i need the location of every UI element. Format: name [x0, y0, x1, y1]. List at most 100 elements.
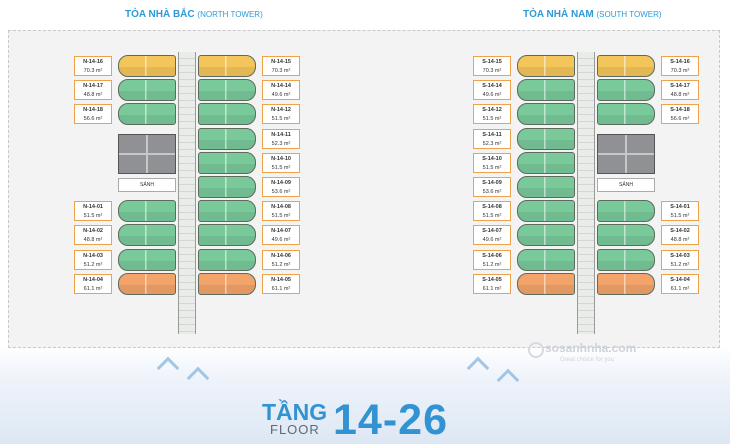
- apartment-unit-n-14-18[interactable]: [118, 103, 176, 126]
- apartment-unit-s-14-05[interactable]: [517, 272, 575, 295]
- watermark-tagline: Great choice for you: [560, 357, 615, 363]
- unit-area: 51.5 m²: [670, 213, 690, 220]
- unit-code: S-14-07: [482, 228, 502, 235]
- unit-code: S-14-09: [482, 180, 502, 186]
- apartment-unit-n-14-10[interactable]: [198, 151, 256, 174]
- unit-area: 51.2 m²: [670, 261, 690, 268]
- unit-area: 48.8 m²: [670, 92, 690, 99]
- south-tower-name: TÒA NHÀ NAM: [523, 9, 594, 20]
- apartment-unit-s-14-08[interactable]: [517, 200, 575, 223]
- apartment-unit-n-14-14[interactable]: [198, 79, 256, 102]
- unit-area: 61.1 m²: [670, 285, 690, 292]
- apartment-unit-s-14-06[interactable]: [517, 248, 575, 271]
- apartment-unit-n-14-15[interactable]: [198, 55, 256, 77]
- unit-code: N-14-04: [83, 276, 103, 283]
- apartment-unit-n-14-06[interactable]: [198, 248, 256, 271]
- unit-code: S-14-11: [482, 131, 502, 138]
- floor-label-vn: TẦNG: [262, 399, 328, 425]
- apartment-unit-n-14-17[interactable]: [118, 79, 176, 102]
- apartment-unit-s-14-03[interactable]: [597, 248, 655, 271]
- north-elevator-core: [118, 134, 176, 174]
- unit-area: 56.6 m²: [670, 116, 690, 123]
- apartment-unit-n-14-04[interactable]: [118, 272, 176, 295]
- apartment-unit-s-14-10[interactable]: [517, 151, 575, 174]
- unit-area: 49.6 m²: [271, 92, 291, 99]
- unit-area: 49.6 m²: [482, 92, 502, 99]
- unit-area: 53.6 m²: [482, 189, 502, 195]
- apartment-unit-n-14-16[interactable]: [118, 55, 176, 77]
- south-tower-title: TÒA NHÀ NAM (SOUTH TOWER): [523, 9, 662, 20]
- chevron-decoration-icon: [156, 356, 180, 380]
- apartment-unit-n-14-09[interactable]: [198, 176, 256, 198]
- north-tower-title: TÒA NHÀ BẮC (NORTH TOWER): [125, 9, 263, 20]
- unit-area: 51.5 m²: [482, 213, 502, 220]
- unit-area: 52.3 m²: [271, 140, 291, 147]
- unit-code: S-14-06: [482, 252, 502, 259]
- apartment-unit-s-14-02[interactable]: [597, 224, 655, 247]
- apartment-unit-n-14-07[interactable]: [198, 224, 256, 247]
- apartment-unit-s-14-15[interactable]: [517, 55, 575, 77]
- apartment-unit-s-14-17[interactable]: [597, 79, 655, 102]
- unit-label: S-14-01 51.5 m²: [661, 201, 699, 222]
- unit-area: 51.2 m²: [482, 261, 502, 268]
- apartment-unit-n-14-05[interactable]: [198, 272, 256, 295]
- apartment-unit-s-14-14[interactable]: [517, 79, 575, 102]
- unit-area: 48.8 m²: [670, 237, 690, 244]
- apartment-unit-s-14-04[interactable]: [597, 272, 655, 295]
- apartment-unit-s-14-18[interactable]: [597, 103, 655, 126]
- apartment-unit-s-14-07[interactable]: [517, 224, 575, 247]
- apartment-unit-s-14-11[interactable]: [517, 127, 575, 150]
- apartment-unit-s-14-12[interactable]: [517, 103, 575, 126]
- unit-label: S-14-16 70.3 m²: [661, 56, 699, 76]
- watermark-logo-icon: [528, 342, 544, 358]
- unit-area: 51.5 m²: [482, 116, 502, 123]
- apartment-unit-n-14-01[interactable]: [118, 200, 176, 223]
- unit-code: N-14-06: [271, 252, 291, 259]
- north-corridor: [178, 52, 196, 334]
- unit-code: N-14-10: [271, 155, 291, 162]
- unit-code: S-14-01: [670, 204, 690, 211]
- apartment-unit-n-14-11[interactable]: [198, 127, 256, 150]
- unit-code: S-14-16: [670, 59, 690, 65]
- unit-code: N-14-03: [83, 252, 103, 259]
- apartment-unit-s-14-01[interactable]: [597, 200, 655, 223]
- unit-code: N-14-15: [271, 59, 291, 65]
- apartment-unit-n-14-03[interactable]: [118, 248, 176, 271]
- unit-area: 70.3 m²: [670, 68, 690, 74]
- apartment-unit-s-14-09[interactable]: [517, 176, 575, 198]
- apartment-unit-n-14-12[interactable]: [198, 103, 256, 126]
- unit-code: N-14-12: [271, 107, 291, 114]
- unit-area: 52.3 m²: [482, 140, 502, 147]
- unit-area: 51.5 m²: [482, 164, 502, 171]
- unit-label: S-14-09 53.6 m²: [473, 177, 511, 197]
- apartment-unit-n-14-02[interactable]: [118, 224, 176, 247]
- unit-code: N-14-18: [83, 107, 103, 114]
- floor-range: 14-26: [333, 396, 448, 444]
- unit-code: N-14-07: [271, 228, 291, 235]
- unit-label: S-14-02 48.8 m²: [661, 225, 699, 246]
- apartment-unit-s-14-16[interactable]: [597, 55, 655, 77]
- unit-area: 51.2 m²: [271, 261, 291, 268]
- apartment-unit-n-14-08[interactable]: [198, 200, 256, 223]
- unit-code: S-14-02: [670, 228, 690, 235]
- unit-code: S-14-08: [482, 204, 502, 211]
- unit-code: S-14-14: [482, 83, 502, 90]
- unit-area: 49.6 m²: [482, 237, 502, 244]
